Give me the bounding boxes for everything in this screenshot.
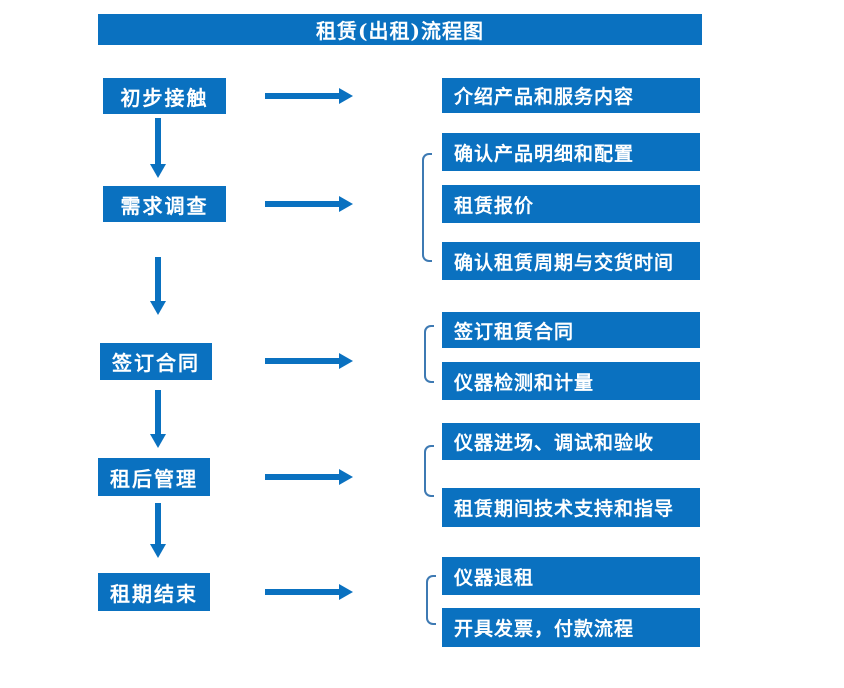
stage-box-post-rental-management: 租后管理 bbox=[98, 458, 210, 496]
item-box-instrument-return: 仪器退租 bbox=[442, 557, 700, 595]
item-box-technical-support: 租赁期间技术支持和指导 bbox=[442, 488, 700, 527]
down-arrow-icon bbox=[155, 503, 161, 544]
item-box-rental-quotation: 租赁报价 bbox=[442, 185, 700, 223]
item-box-instrument-setup-acceptance: 仪器进场、调试和验收 bbox=[442, 423, 700, 460]
down-arrow-icon bbox=[155, 118, 161, 164]
stage-box-sign-contract: 签订合同 bbox=[100, 343, 212, 380]
bracket-line bbox=[422, 153, 432, 262]
item-box-confirm-product-details: 确认产品明细和配置 bbox=[442, 133, 700, 171]
item-box-invoice-payment: 开具发票，付款流程 bbox=[442, 608, 700, 647]
stage-box-rental-end: 租期结束 bbox=[98, 573, 210, 611]
stage-box-demand-survey: 需求调查 bbox=[103, 186, 226, 222]
down-arrow-icon bbox=[155, 257, 161, 301]
bracket-line bbox=[426, 575, 436, 625]
right-arrow-icon bbox=[265, 474, 339, 480]
down-arrow-icon bbox=[155, 390, 161, 434]
item-box-instrument-testing: 仪器检测和计量 bbox=[442, 362, 700, 400]
right-arrow-icon bbox=[265, 93, 339, 99]
flowchart-title: 租赁(出租)流程图 bbox=[98, 14, 702, 45]
right-arrow-icon bbox=[265, 358, 339, 364]
right-arrow-icon bbox=[265, 201, 339, 207]
item-box-confirm-rental-period: 确认租赁周期与交货时间 bbox=[442, 242, 700, 280]
bracket-line bbox=[424, 445, 434, 497]
right-arrow-icon bbox=[265, 589, 339, 595]
stage-box-initial-contact: 初步接触 bbox=[103, 78, 226, 114]
bracket-line bbox=[424, 325, 434, 383]
item-box-sign-rental-contract: 签订租赁合同 bbox=[442, 312, 700, 348]
item-box-introduce-products: 介绍产品和服务内容 bbox=[442, 78, 700, 113]
